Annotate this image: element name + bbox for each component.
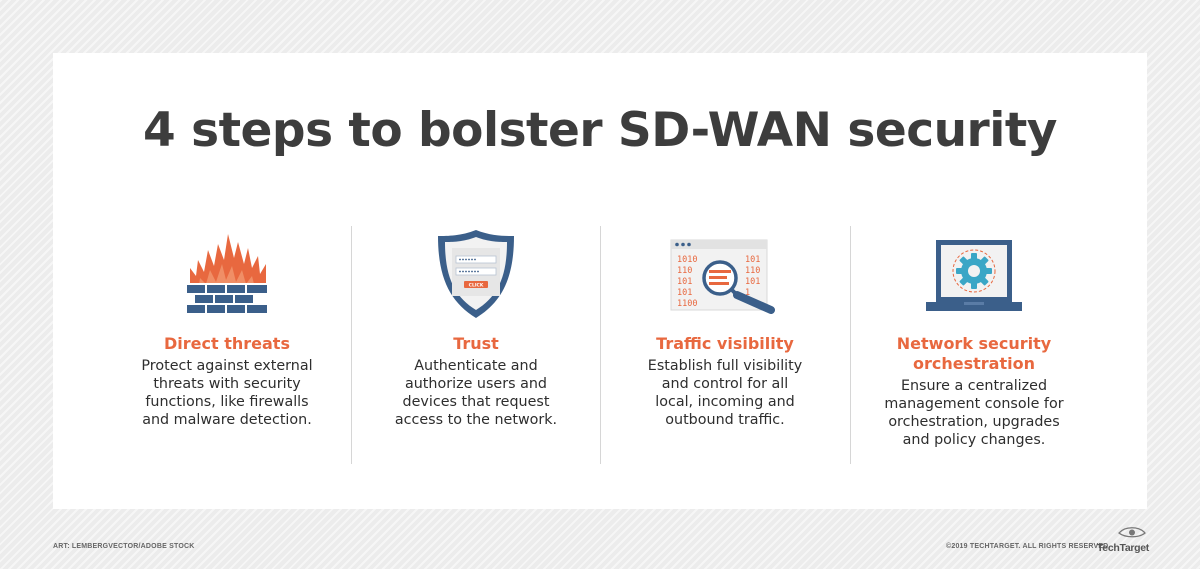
step-description: Protect against external threats with se… (141, 358, 313, 428)
svg-text:1010: 1010 (677, 255, 697, 265)
column-divider (850, 226, 851, 464)
art-credit: ART: LEMBERGVECTOR/ADOBE STOCK (53, 543, 195, 550)
step-heading: Trust (453, 334, 499, 353)
svg-text:1100: 1100 (677, 299, 697, 309)
step-description: Establish full visibility and control fo… (647, 358, 803, 428)
magnifier-binary-icon: 1010 110 101 101 1100 101 110 101 1 (620, 224, 830, 320)
step-heading: Network security orchestration (896, 334, 1052, 373)
step-heading: Direct threats (164, 334, 290, 353)
column-divider (600, 226, 601, 464)
step-network-security-orchestration: Network security orchestration Ensure a … (869, 224, 1079, 449)
step-traffic-visibility: 1010 110 101 101 1100 101 110 101 1 Traf… (620, 224, 830, 429)
svg-text:110: 110 (745, 266, 760, 276)
step-direct-threats: Direct threats Protect against external … (122, 224, 332, 429)
step-description: Ensure a centralized management console … (884, 378, 1064, 448)
svg-text:110: 110 (677, 266, 692, 276)
step-heading: Traffic visibility (656, 334, 794, 353)
page-title: 4 steps to bolster SD-WAN security (143, 103, 1057, 158)
firewall-icon (122, 224, 332, 320)
shield-button-label: CLICK (469, 282, 484, 288)
shield-login-icon: CLICK (371, 224, 581, 320)
logo-text: TechTarget (1096, 542, 1149, 554)
svg-text:101: 101 (677, 277, 692, 287)
step-trust: CLICK Trust Authenticate and authorize u… (371, 224, 581, 429)
svg-text:101: 101 (745, 255, 760, 265)
step-description: Authenticate and authorize users and dev… (394, 358, 558, 428)
column-divider (351, 226, 352, 464)
svg-text:101: 101 (677, 288, 692, 298)
techtarget-logo: TechTarget (1093, 524, 1149, 554)
copyright: ©2019 TECHTARGET. ALL RIGHTS RESERVED (946, 543, 1109, 550)
svg-text:101: 101 (745, 277, 760, 287)
laptop-gear-icon (869, 224, 1079, 320)
svg-text:1: 1 (745, 288, 750, 298)
eye-icon (1118, 527, 1146, 538)
